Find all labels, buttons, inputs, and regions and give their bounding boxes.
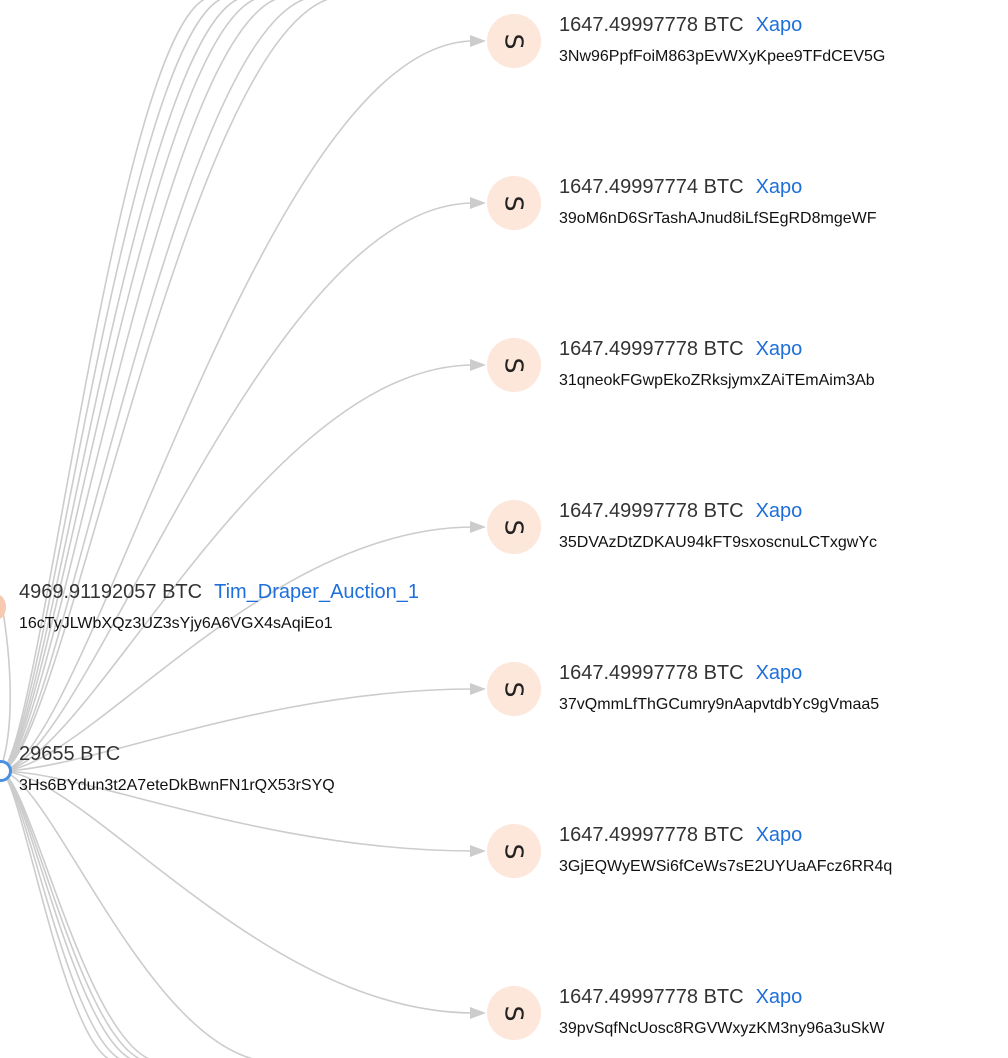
target-amount: 1647.49997778 BTC: [559, 338, 744, 360]
upper-node-amount: 4969.91192057 BTC: [19, 581, 203, 603]
edge-to-target-7: [0, 770, 475, 1014]
target-tag-link[interactable]: Xapo: [755, 500, 803, 522]
service-glyph-icon: S: [499, 1005, 529, 1021]
target-node-5[interactable]: S: [487, 662, 541, 716]
target-node-7[interactable]: S: [487, 986, 541, 1040]
edge-to-target-6: [0, 770, 475, 852]
target-node-1[interactable]: S: [487, 14, 541, 68]
edge-offscreen-top-6: [0, 0, 305, 772]
target-label-5: 1647.49997778 BTC Xapo 37vQmmLfThGCumry9n…: [559, 661, 879, 715]
target-amount: 1647.49997778 BTC: [559, 14, 744, 36]
edge-offscreen-bottom-6: [0, 770, 254, 1058]
target-tag-link[interactable]: Xapo: [755, 662, 803, 684]
edge-offscreen-bottom-4: [0, 770, 141, 1058]
service-glyph-icon: S: [499, 519, 529, 535]
edge-to-upper-node: [0, 605, 12, 772]
service-glyph-icon: S: [499, 843, 529, 859]
source-node-label: 29655 BTC 3Hs6BYdun3t2A7eteDkBwnFN1rQX53…: [19, 742, 335, 796]
edge-arrowhead: [470, 359, 486, 371]
edge-arrowhead: [470, 1007, 486, 1019]
edge-to-target-1: [0, 40, 475, 772]
target-node-3[interactable]: S: [487, 338, 541, 392]
target-address[interactable]: 3GjEQWyEWSi6fCeWs7sE2UYUaAFcz6RR4q: [559, 858, 893, 875]
source-node-amount: 29655 BTC: [19, 743, 121, 765]
source-node[interactable]: [0, 760, 12, 782]
upper-node-label: 4969.91192057 BTC Tim_Draper_Auction_1 16…: [19, 580, 419, 634]
target-label-6: 1647.49997778 BTC Xapo 3GjEQWyEWSi6fCeWs7…: [559, 823, 892, 877]
target-amount: 1647.49997774 BTC: [559, 176, 744, 198]
edge-arrowhead: [470, 197, 486, 209]
target-node-6[interactable]: S: [487, 824, 541, 878]
target-address[interactable]: 35DVAzDtZDKAU94kFT9sxoscnuLCTxgwYc: [559, 534, 878, 551]
target-amount: 1647.49997778 BTC: [559, 500, 744, 522]
upper-node[interactable]: [0, 594, 6, 620]
target-address[interactable]: 31qneokFGwpEkoZRksjymxZAiTEmAim3Ab: [559, 372, 875, 389]
edge-to-target-4: [0, 526, 475, 772]
target-label-3: 1647.49997778 BTC Xapo 31qneokFGwpEkoZRks…: [559, 337, 875, 391]
target-tag-link[interactable]: Xapo: [755, 176, 803, 198]
upper-node-address[interactable]: 16cTyJLWbXQz3UZ3sYjy6A6VGX4sAqiEo1: [19, 615, 333, 632]
source-node-address[interactable]: 3Hs6BYdun3t2A7eteDkBwnFN1rQX53rSYQ: [19, 777, 335, 794]
edge-offscreen-top-1: [0, 0, 205, 772]
edge-arrowhead: [470, 521, 486, 533]
edge-offscreen-top-5: [0, 0, 277, 772]
target-label-2: 1647.49997774 BTC Xapo 39oM6nD6SrTashAJnu…: [559, 175, 876, 229]
edge-offscreen-bottom-2: [0, 770, 121, 1058]
target-address[interactable]: 39oM6nD6SrTashAJnud8iLfSEgRD8mgeWF: [559, 210, 877, 227]
target-label-7: 1647.49997778 BTC Xapo 39pvSqfNcUosc8RGVW…: [559, 985, 884, 1039]
target-address[interactable]: 37vQmmLfThGCumry9nAapvtdbYc9gVmaa5: [559, 696, 880, 713]
target-address[interactable]: 3Nw96PpfFoiM863pEvWXyKpee9TFdCEV5G: [559, 48, 886, 65]
edge-to-target-3: [0, 364, 475, 772]
service-glyph-icon: S: [499, 681, 529, 697]
target-node-4[interactable]: S: [487, 500, 541, 554]
service-glyph-icon: S: [499, 33, 529, 49]
edge-to-target-5: [0, 688, 475, 772]
edge-offscreen-bottom-1: [0, 770, 109, 1058]
target-label-4: 1647.49997778 BTC Xapo 35DVAzDtZDKAU94kFT…: [559, 499, 877, 553]
target-amount: 1647.49997778 BTC: [559, 986, 744, 1008]
target-tag-link[interactable]: Xapo: [755, 986, 803, 1008]
target-address[interactable]: 39pvSqfNcUosc8RGVWxyzKM3ny96a3uSkW: [559, 1020, 885, 1037]
edge-arrowhead: [470, 845, 486, 857]
target-tag-link[interactable]: Xapo: [755, 338, 803, 360]
service-glyph-icon: S: [499, 195, 529, 211]
target-node-2[interactable]: S: [487, 176, 541, 230]
target-label-1: 1647.49997778 BTC Xapo 3Nw96PpfFoiM863pEv…: [559, 13, 885, 67]
edge-offscreen-bottom-3: [0, 770, 132, 1058]
upper-node-tag-link[interactable]: Tim_Draper_Auction_1: [214, 581, 420, 603]
edge-offscreen-bottom-5: [0, 770, 150, 1058]
service-glyph-icon: S: [499, 357, 529, 373]
target-tag-link[interactable]: Xapo: [755, 824, 803, 846]
edge-to-target-2: [0, 202, 475, 772]
edge-arrowhead: [470, 683, 486, 695]
edge-offscreen-top-2: [0, 0, 222, 772]
target-amount: 1647.49997778 BTC: [559, 662, 744, 684]
edge-offscreen-top-7: [0, 0, 329, 772]
edge-offscreen-top-3: [0, 0, 239, 772]
target-amount: 1647.49997778 BTC: [559, 824, 744, 846]
target-tag-link[interactable]: Xapo: [755, 14, 803, 36]
edge-offscreen-top-4: [0, 0, 256, 772]
edge-arrowhead: [470, 35, 486, 47]
